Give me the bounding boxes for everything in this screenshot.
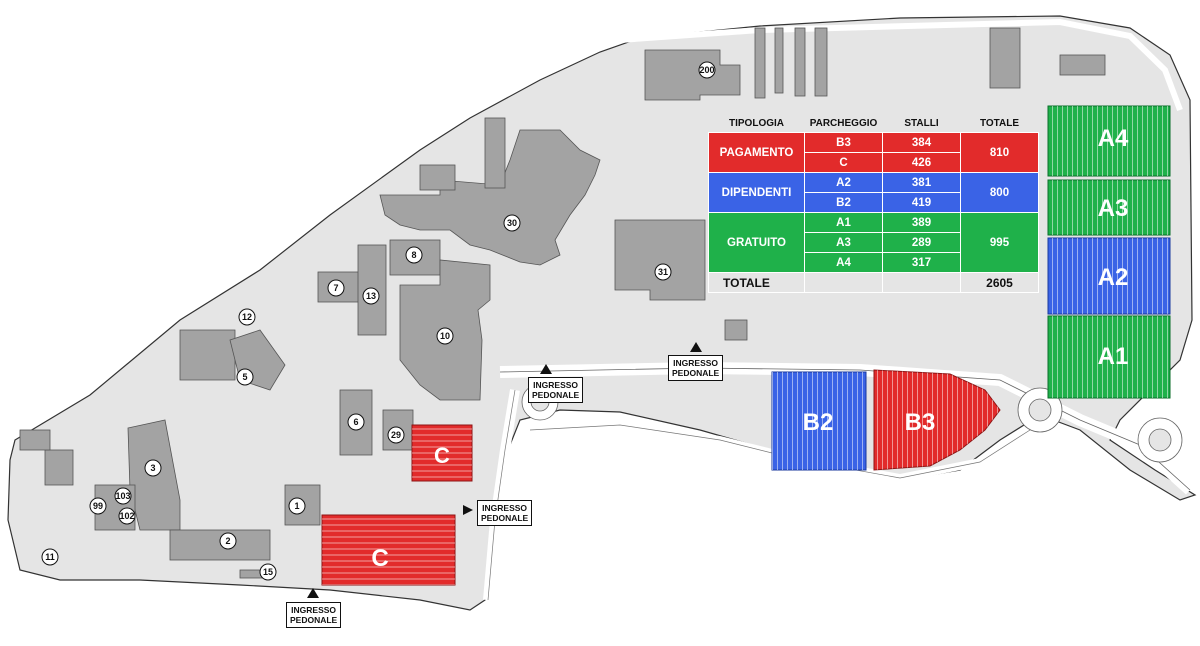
- lot-a2-label: A2: [1098, 264, 1129, 291]
- grand-total-spacer-1: [804, 272, 883, 293]
- header-tipologia: TIPOLOGIA: [729, 118, 784, 129]
- building-8: 8: [411, 250, 416, 260]
- building-29: 29: [391, 430, 401, 440]
- lot-a1[interactable]: [1047, 315, 1171, 399]
- building-11: 11: [45, 552, 55, 562]
- lot-b3[interactable]: [873, 369, 1001, 471]
- lot-b2[interactable]: [771, 371, 867, 471]
- stalli-a2: 381: [882, 172, 961, 193]
- building-7: 7: [333, 283, 338, 293]
- stalli-a3: 289: [882, 232, 961, 253]
- stalli-b2: 419: [882, 192, 961, 213]
- grand-total-spacer-2: [882, 272, 961, 293]
- building-badges: 200 30 31 8 7 13 12 10 5 6 29 3 99 103 1…: [41, 61, 716, 581]
- entrance-label-4: INGRESSO PEDONALE: [286, 602, 342, 628]
- lot-a3[interactable]: [1047, 179, 1171, 236]
- entrance-label-1: INGRESSO PEDONALE: [528, 377, 584, 403]
- grand-total-label: TOTALE: [708, 272, 805, 293]
- building-2: 2: [225, 536, 230, 546]
- lot-c-lower-label: C: [371, 545, 388, 572]
- building-102: 102: [119, 511, 134, 521]
- building-6: 6: [353, 417, 358, 427]
- building-13: 13: [366, 291, 376, 301]
- building-1: 1: [294, 501, 299, 511]
- building-103: 103: [115, 491, 130, 501]
- totale-dipendenti: 800: [960, 172, 1039, 213]
- lot-b3-label: B3: [905, 409, 936, 436]
- lot-a4[interactable]: [1047, 105, 1171, 177]
- north-road: [619, 18, 1183, 112]
- lot-c-lower[interactable]: [321, 514, 456, 586]
- header-totale: TOTALE: [979, 118, 1020, 129]
- building-10: 10: [440, 331, 450, 341]
- parcheggio-a1: A1: [804, 212, 883, 233]
- entrance-label-2: INGRESSO PEDONALE: [668, 355, 724, 381]
- grand-total-value: 2605: [960, 272, 1039, 293]
- parcheggio-c: C: [804, 152, 883, 173]
- stalli-b3: 384: [882, 132, 961, 153]
- building-200-shape: [644, 49, 741, 101]
- building-15: 15: [263, 567, 273, 577]
- tipologia-gratuito: GRATUITO: [708, 212, 805, 273]
- tipologia-pagamento: PAGAMENTO: [708, 132, 805, 173]
- lot-c-upper[interactable]: [411, 424, 473, 482]
- stalli-a1: 389: [882, 212, 961, 233]
- building-200: 200: [699, 65, 714, 75]
- parcheggio-a2: A2: [804, 172, 883, 193]
- entrance-label-3: INGRESSO PEDONALE: [477, 500, 533, 526]
- entrance-marker-2-icon: [690, 342, 702, 352]
- parcheggio-a3: A3: [804, 232, 883, 253]
- header-stalli: STALLI: [904, 118, 939, 129]
- stalli-c: 426: [882, 152, 961, 173]
- entrance-marker-1-icon: [540, 364, 552, 374]
- lot-a3-label: A3: [1098, 195, 1129, 222]
- lot-a4-label: A4: [1098, 125, 1129, 152]
- building-30-shape: [379, 129, 601, 266]
- lot-c-upper-label: C: [434, 443, 450, 468]
- lot-a2[interactable]: [1047, 237, 1171, 315]
- building-31: 31: [658, 267, 668, 277]
- totale-gratuito: 995: [960, 212, 1039, 273]
- parcheggio-a4: A4: [804, 252, 883, 273]
- parcheggio-b3: B3: [804, 132, 883, 153]
- building-31-shape: [614, 219, 706, 301]
- entrance-marker-3-icon: [463, 505, 473, 515]
- building-12: 12: [242, 312, 252, 322]
- lot-b2-label: B2: [803, 409, 834, 436]
- building-5: 5: [242, 372, 247, 382]
- entrance-marker-4-icon: [307, 588, 319, 598]
- building-3: 3: [150, 463, 155, 473]
- parcheggio-b2: B2: [804, 192, 883, 213]
- building-30: 30: [507, 218, 517, 228]
- header-parcheggio: PARCHEGGIO: [809, 118, 878, 129]
- totale-pagamento: 810: [960, 132, 1039, 173]
- building-99: 99: [93, 501, 103, 511]
- campus-ground: [7, 15, 1197, 611]
- tipologia-dipendenti: DIPENDENTI: [708, 172, 805, 213]
- stalli-a4: 317: [882, 252, 961, 273]
- parking-legend-table: TIPOLOGIA PARCHEGGIO STALLI TOTALE PAGAM…: [708, 118, 1039, 293]
- lot-a1-label: A1: [1098, 343, 1129, 370]
